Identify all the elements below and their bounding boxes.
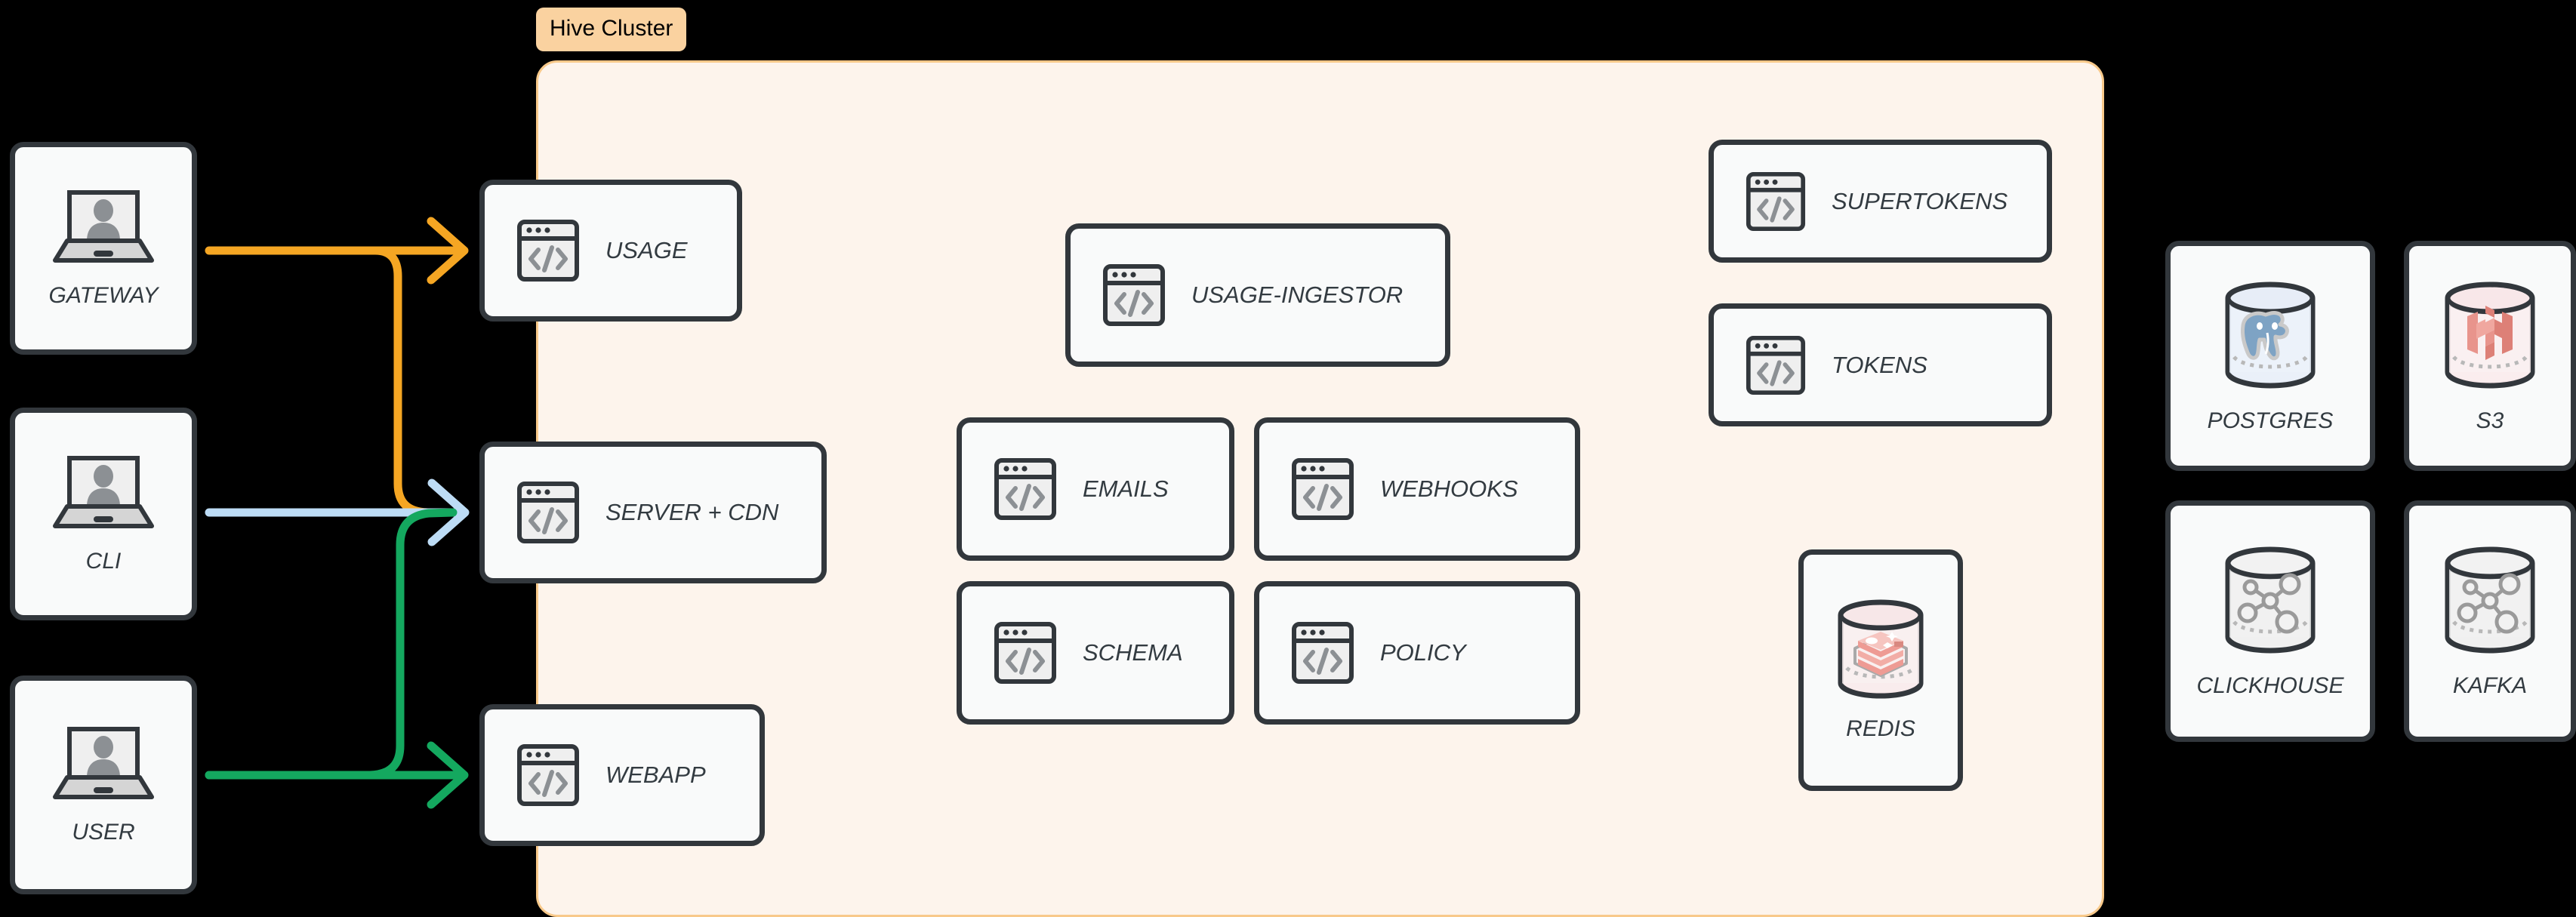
- edge-gateway-server-cdn: [371, 246, 467, 517]
- client-node-user[interactable]: USER: [10, 675, 197, 894]
- hive-cluster-label: Hive Cluster: [536, 8, 687, 51]
- graph-cylinder-icon: [2217, 543, 2323, 657]
- service-label: TOKENS: [1832, 351, 1927, 378]
- service-node-schema[interactable]: SCHEMA: [957, 581, 1234, 725]
- code-window-icon: [1291, 621, 1354, 685]
- client-label: USER: [72, 820, 135, 845]
- datastore-node-kafka[interactable]: KAFKA: [2404, 500, 2576, 742]
- laptop-user-icon: [51, 188, 156, 266]
- code-window-icon: [994, 621, 1057, 685]
- arrowhead-blue-server-cdn: [427, 479, 470, 546]
- code-window-icon: [1746, 335, 1806, 395]
- datastore-node-postgres[interactable]: POSTGRES: [2165, 241, 2375, 471]
- client-node-gateway[interactable]: GATEWAY: [10, 142, 197, 355]
- datastore-node-redis[interactable]: REDIS: [1798, 549, 1963, 791]
- datastore-label: CLICKHOUSE: [2196, 673, 2344, 698]
- client-label: CLI: [85, 549, 122, 574]
- s3-cylinder-icon: [2437, 278, 2543, 392]
- service-node-server-cdn[interactable]: SERVER + CDN: [479, 442, 827, 583]
- code-window-icon: [1746, 171, 1806, 232]
- code-window-icon: [1102, 263, 1166, 327]
- graph-cylinder-icon: [2437, 543, 2543, 657]
- arrowhead-orange-usage: [427, 217, 469, 285]
- client-label: GATEWAY: [48, 283, 159, 308]
- code-window-icon: [516, 481, 580, 544]
- service-node-emails[interactable]: EMAILS: [957, 417, 1234, 561]
- client-node-cli[interactable]: CLI: [10, 408, 197, 620]
- service-node-webapp[interactable]: WEBAPP: [479, 704, 765, 846]
- code-window-icon: [516, 219, 580, 282]
- datastore-node-clickhouse[interactable]: CLICKHOUSE: [2165, 500, 2375, 742]
- service-node-tokens[interactable]: TOKENS: [1709, 303, 2052, 426]
- datastore-label: REDIS: [1846, 716, 1915, 741]
- datastore-label: KAFKA: [2452, 673, 2528, 698]
- service-label: SERVER + CDN: [605, 499, 779, 525]
- redis-cylinder-icon: [1835, 599, 1927, 700]
- service-node-usage[interactable]: USAGE: [479, 180, 742, 322]
- service-node-webhooks[interactable]: WEBHOOKS: [1254, 417, 1580, 561]
- service-label: WEBHOOKS: [1380, 475, 1518, 502]
- datastore-label: S3: [2476, 408, 2504, 433]
- service-label: EMAILS: [1083, 475, 1169, 502]
- code-window-icon: [994, 457, 1057, 521]
- service-label: USAGE: [605, 237, 688, 263]
- laptop-user-icon: [51, 454, 156, 532]
- edge-user-server-cdn: [205, 508, 458, 780]
- postgres-cylinder-icon: [2217, 278, 2323, 392]
- service-label: SCHEMA: [1083, 639, 1183, 666]
- service-label: USAGE-INGESTOR: [1191, 282, 1404, 308]
- code-window-icon: [516, 743, 580, 807]
- datastore-node-s3[interactable]: S3: [2404, 241, 2576, 471]
- service-node-usage-ingestor[interactable]: USAGE-INGESTOR: [1065, 223, 1450, 367]
- service-label: WEBAPP: [605, 762, 706, 788]
- service-label: POLICY: [1380, 639, 1466, 666]
- service-label: SUPERTOKENS: [1832, 187, 2008, 214]
- code-window-icon: [1291, 457, 1354, 521]
- service-node-policy[interactable]: POLICY: [1254, 581, 1580, 725]
- datastore-label: POSTGRES: [2207, 408, 2334, 433]
- service-node-supertokens[interactable]: SUPERTOKENS: [1709, 140, 2052, 263]
- arrowhead-green-webapp: [427, 741, 469, 809]
- laptop-user-icon: [51, 725, 156, 803]
